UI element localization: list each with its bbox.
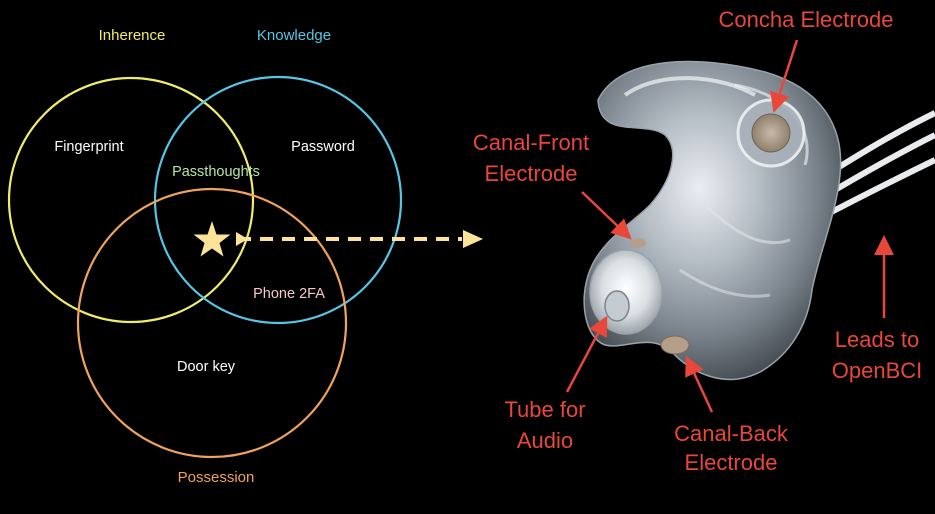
tube-label-line2: Audio xyxy=(517,428,573,453)
canal-front-pointer xyxy=(581,191,632,240)
knowledge-circle xyxy=(153,75,403,325)
concha-electrode xyxy=(751,113,791,153)
tube-label-line1: Tube for xyxy=(504,397,585,422)
canal-front-label-line2: Electrode xyxy=(485,161,578,186)
concha-pointer xyxy=(770,39,799,113)
canal-front-label-line1: Canal-Front xyxy=(473,130,589,155)
dashed-arrow-head-left xyxy=(236,232,248,246)
password-label: Password xyxy=(291,139,355,155)
canal-back-label-line2: Electrode xyxy=(685,450,778,475)
tube-pointer xyxy=(565,315,608,393)
inherence-circle xyxy=(7,76,255,324)
leads-label-line2: OpenBCI xyxy=(832,358,923,383)
canal-back-pointer xyxy=(685,355,714,413)
audio-tube-opening xyxy=(604,290,630,322)
dashed-arrow-head-right xyxy=(463,230,483,248)
inherence-label: Inherence xyxy=(99,27,166,44)
concha-electrode-label: Concha Electrode xyxy=(719,7,894,32)
canal-front-electrode xyxy=(630,238,646,248)
passthoughts-label: Passthoughts xyxy=(172,164,260,180)
canal-back-electrode xyxy=(660,335,690,355)
knowledge-label: Knowledge xyxy=(257,27,331,44)
earpiece-illustration xyxy=(583,60,935,381)
star-icon xyxy=(193,221,231,257)
fingerprint-label: Fingerprint xyxy=(54,139,123,155)
leads-label-line1: Leads to xyxy=(835,327,919,352)
door-key-label: Door key xyxy=(177,359,236,375)
possession-circle xyxy=(76,187,348,459)
phone-2fa-label: Phone 2FA xyxy=(253,286,325,302)
possession-label: Possession xyxy=(178,469,255,486)
canal-back-label-line1: Canal-Back xyxy=(674,421,789,446)
